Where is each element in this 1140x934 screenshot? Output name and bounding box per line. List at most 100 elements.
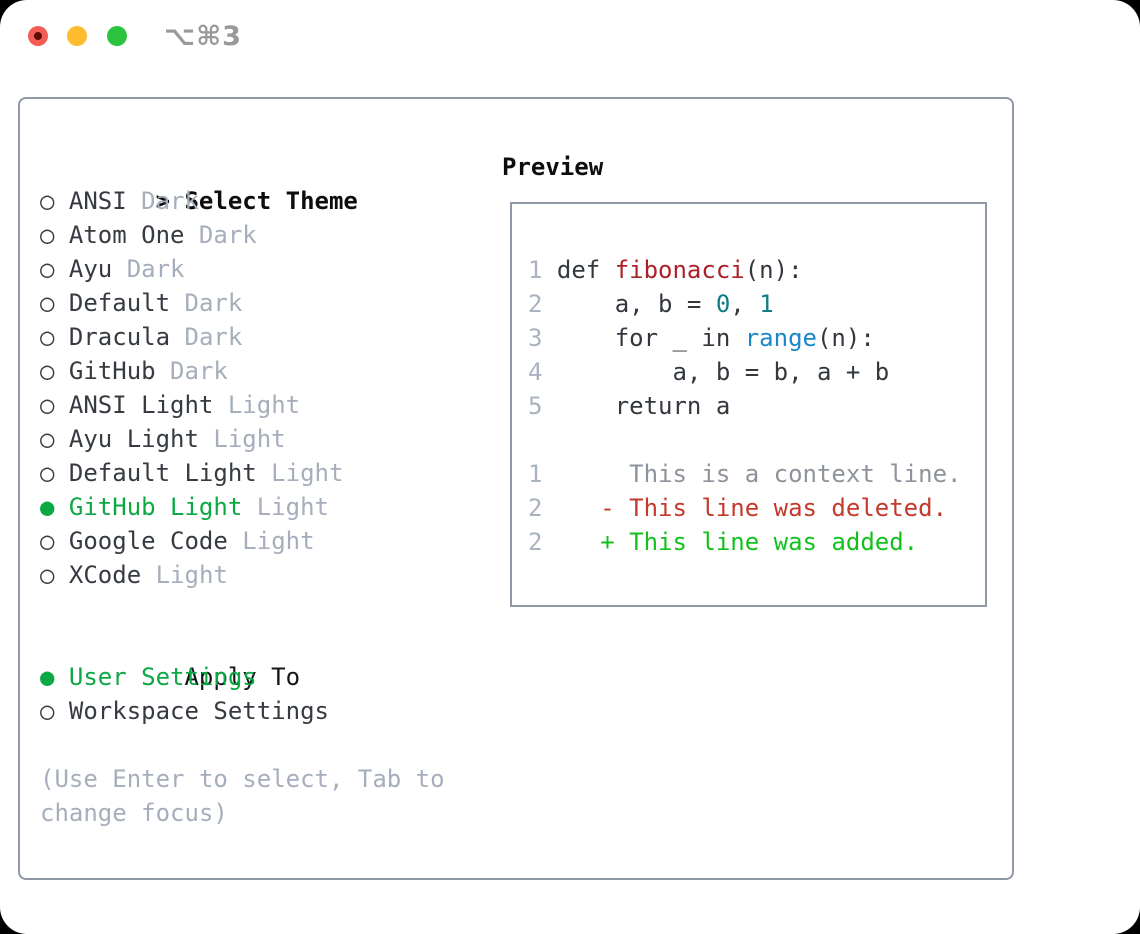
theme-variant-tag: Light [198,425,286,453]
preview-line: 2 a, b = 0, 1 [528,287,985,321]
line-number: 5 [528,392,543,420]
theme-name: ANSI [68,187,127,215]
theme-option-atom-one[interactable]: ○Atom One Dark [40,218,474,252]
theme-option-default[interactable]: ○ Default Dark [40,286,474,320]
code-token: , [730,290,760,318]
code-token: + This line was added. [556,528,919,556]
apply-option-label: Workspace Settings [68,697,329,725]
preview-line: 2 + This line was added. [528,525,985,559]
theme-name: Ayu [68,255,113,283]
line-number: 1 [528,256,543,284]
code-token: a, b = [556,290,716,318]
code-token: a, b = b, a + b [556,358,890,386]
apply-to-title: Apply To [184,663,301,691]
theme-name: GitHub Light [68,493,243,521]
code-token: return a [556,392,731,420]
radio-icon: ○ [40,391,55,419]
theme-option-ansi-light[interactable]: ○ANSI Light Light [40,388,474,422]
radio-icon: ○ [40,357,55,385]
theme-option-github-light[interactable]: ● GitHub Light Light [40,490,474,524]
theme-name: Default [68,289,171,317]
preview-line [528,423,985,457]
theme-name: GitHub [68,357,156,385]
radio-icon: ○ [40,255,55,283]
titlebar: ⌥⌘3 [0,0,1140,75]
theme-name: Google Code [68,527,228,555]
radio-icon: ○ [40,289,55,317]
theme-variant-tag: Dark [155,357,228,385]
radio-icon: ○ [40,459,55,487]
theme-option-google-code[interactable]: ○ Google Code Light [40,524,474,558]
close-button[interactable] [28,26,48,46]
theme-name: XCode [68,561,142,589]
apply-to-options: ●User Settings ○ Workspace Settings [40,660,474,728]
theme-name: Dracula [68,323,171,351]
keyboard-hint: (Use Enter to select, Tab to change focu… [40,765,445,827]
code-token: (n): [744,256,803,284]
theme-variant-tag: Light [213,391,301,419]
theme-dialog: >Select Theme ○ANSI Dark○Atom One Dark○A… [18,97,1014,880]
select-theme-title: Select Theme [184,187,358,215]
radio-icon: ○ [40,561,55,589]
theme-variant-tag: Light [227,527,315,555]
theme-variant-tag: Dark [170,289,243,317]
theme-variant-tag: Light [242,493,329,521]
apply-option-workspace-settings[interactable]: ○ Workspace Settings [40,694,474,728]
code-token: - This line was deleted. [556,494,948,522]
theme-list: ○ANSI Dark○Atom One Dark○Ayu Dark○Defaul… [40,184,474,592]
preview-line: 1 def fibonacci(n): [528,253,985,287]
radio-selected-icon: ● [40,663,55,691]
preview-title: Preview [502,153,604,181]
close-dot-icon [34,32,42,40]
radio-icon: ○ [40,187,55,215]
theme-option-ansi[interactable]: ○ ANSI Dark [40,184,474,218]
spacer [40,592,474,626]
focus-caret-icon: > [155,187,171,215]
theme-variant-tag: Light [256,459,344,487]
preview-line: 4 a, b = b, a + b [528,355,985,389]
theme-variant-tag: Dark [126,187,199,215]
minimize-button[interactable] [67,26,87,46]
line-number: 3 [528,324,543,352]
code-token: def [556,256,615,284]
window-title: ⌥⌘3 [164,21,242,52]
code-token: for _ in [556,324,745,352]
theme-column: >Select Theme ○ANSI Dark○Atom One Dark○A… [40,150,474,830]
theme-variant-tag: Dark [112,255,185,283]
code-token: This is a context line. [556,460,962,488]
theme-variant-tag: Light [141,561,228,589]
preview-line: 2 - This line was deleted. [528,491,985,525]
spacer [40,728,474,762]
theme-option-xcode[interactable]: ○ XCode Light [40,558,474,592]
radio-icon: ○ [40,425,55,453]
theme-option-dracula[interactable]: ○Dracula Dark [40,320,474,354]
theme-variant-tag: Dark [170,323,243,351]
theme-option-ayu[interactable]: ○ Ayu Dark [40,252,474,286]
code-token: fibonacci [614,256,745,284]
code-token: range [744,324,817,352]
theme-option-github[interactable]: ○ GitHub Dark [40,354,474,388]
code-token: 0 [715,290,731,318]
line-number: 2 [528,290,543,318]
radio-icon: ○ [40,697,55,725]
apply-option-user-settings[interactable]: ●User Settings [40,660,474,694]
radio-icon: ○ [40,527,55,555]
theme-name: Default Light [68,459,257,487]
theme-name: Atom One [68,221,185,249]
theme-option-default-light[interactable]: ○ Default Light Light [40,456,474,490]
line-number: 2 [528,528,543,556]
line-number: 2 [528,494,543,522]
radio-selected-icon: ● [40,493,55,521]
preview-line: 3 for _ in range(n): [528,321,985,355]
line-number: 1 [528,460,543,488]
preview-line: 5 return a [528,389,985,423]
preview-line: 1 This is a context line. [528,457,985,491]
theme-name: Ayu Light [68,425,199,453]
zoom-button[interactable] [107,26,127,46]
apply-to-header: Apply To [40,626,474,691]
theme-option-ayu-light[interactable]: ○ Ayu Light Light [40,422,474,456]
line-number: 4 [528,358,543,386]
code-token: (n): [816,324,875,352]
